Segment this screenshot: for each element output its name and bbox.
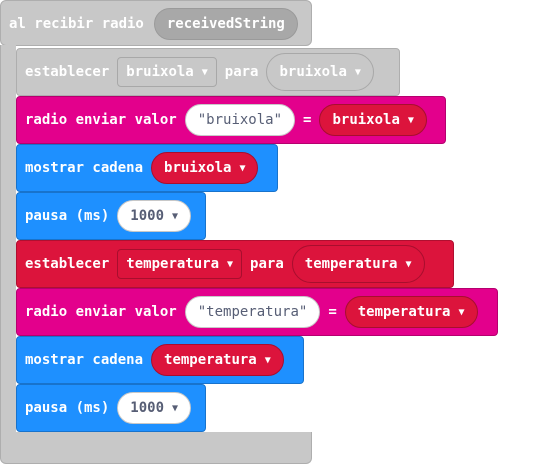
chevron-down-icon: ▼	[264, 354, 271, 366]
value-variable-value: temperatura	[357, 304, 451, 320]
variable-dropdown-value: bruixola	[126, 64, 194, 80]
on-radio-received-block[interactable]: al recibir radio receivedString	[0, 0, 312, 46]
open-quote-icon: "	[197, 304, 207, 320]
chevron-down-icon: ▼	[239, 162, 246, 174]
radio-send-label: radio enviar valor	[25, 304, 177, 320]
show-variable-dropdown[interactable]: bruixola ▼	[151, 152, 259, 184]
pause-duration-dropdown[interactable]: 1000 ▼	[117, 392, 192, 424]
event-label: al recibir radio	[9, 16, 144, 32]
pause-block[interactable]: pausa (ms) 1000 ▼	[16, 384, 206, 432]
chevron-down-icon: ▼	[227, 258, 234, 270]
pause-label: pausa (ms)	[25, 208, 110, 224]
value-dropdown-value: bruixola	[279, 64, 347, 80]
show-variable-dropdown[interactable]: temperatura ▼	[151, 344, 284, 376]
to-label: para	[224, 64, 259, 80]
key-string-value: temperatura	[206, 304, 299, 320]
value-variable-value: bruixola	[332, 112, 400, 128]
set-label: establecer	[25, 256, 110, 272]
chevron-down-icon: ▼	[407, 114, 414, 126]
variable-dropdown[interactable]: temperatura ▼	[117, 249, 243, 279]
chevron-down-icon: ▼	[172, 402, 179, 414]
pause-duration-dropdown[interactable]: 1000 ▼	[117, 200, 192, 232]
value-dropdown-value: temperatura	[304, 256, 398, 272]
pause-block[interactable]: pausa (ms) 1000 ▼	[16, 192, 206, 240]
received-string-param[interactable]: receivedString	[153, 8, 298, 40]
radio-send-value-block[interactable]: radio enviar valor "temperatura" = tempe…	[16, 288, 498, 336]
key-string-input[interactable]: "bruixola"	[184, 104, 296, 136]
key-string-value: bruixola	[206, 112, 274, 128]
show-variable-value: temperatura	[164, 352, 257, 368]
equals-label: =	[328, 304, 337, 320]
pause-duration-value: 1000	[130, 400, 165, 416]
value-variable-dropdown[interactable]: temperatura ▼	[344, 296, 478, 328]
set-variable-block[interactable]: establecer bruixola ▼ para bruixola ▼	[16, 48, 400, 96]
event-block-footer	[0, 432, 312, 464]
show-variable-value: bruixola	[164, 160, 232, 176]
variable-dropdown[interactable]: bruixola ▼	[117, 57, 217, 87]
chevron-down-icon: ▼	[354, 66, 361, 78]
value-variable-dropdown[interactable]: bruixola ▼	[319, 104, 427, 136]
chevron-down-icon: ▼	[458, 306, 465, 318]
chevron-down-icon: ▼	[172, 210, 179, 222]
value-dropdown[interactable]: bruixola ▼	[266, 53, 374, 91]
equals-label: =	[303, 112, 312, 128]
variable-dropdown-value: temperatura	[126, 256, 220, 272]
open-quote-icon: "	[197, 112, 207, 128]
key-string-input[interactable]: "temperatura"	[184, 296, 321, 328]
radio-send-label: radio enviar valor	[25, 112, 177, 128]
radio-send-value-block[interactable]: radio enviar valor "bruixola" = bruixola…	[16, 96, 446, 144]
close-quote-icon: "	[298, 304, 308, 320]
to-label: para	[250, 256, 284, 272]
close-quote-icon: "	[273, 112, 283, 128]
chevron-down-icon: ▼	[405, 258, 412, 270]
chevron-down-icon: ▼	[201, 66, 208, 78]
value-dropdown[interactable]: temperatura ▼	[291, 245, 425, 283]
pause-duration-value: 1000	[130, 208, 165, 224]
set-variable-block[interactable]: establecer temperatura ▼ para temperatur…	[16, 240, 454, 288]
show-string-label: mostrar cadena	[25, 160, 144, 176]
set-label: establecer	[25, 64, 110, 80]
event-block-stem	[0, 45, 16, 433]
show-string-block[interactable]: mostrar cadena bruixola ▼	[16, 144, 278, 192]
show-string-block[interactable]: mostrar cadena temperatura ▼	[16, 336, 304, 384]
pause-label: pausa (ms)	[25, 400, 110, 416]
show-string-label: mostrar cadena	[25, 352, 144, 368]
